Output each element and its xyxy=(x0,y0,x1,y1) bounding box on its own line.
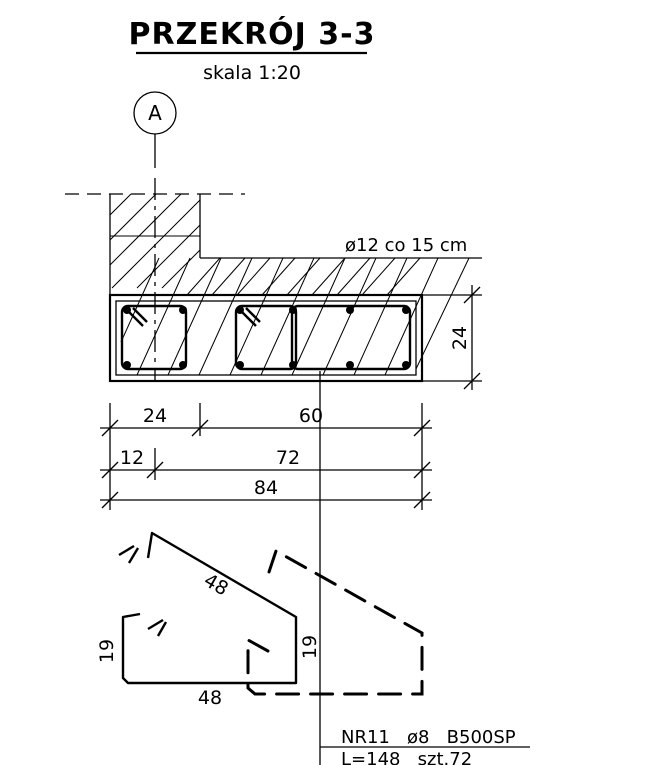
height-dimension: 24 xyxy=(422,285,482,390)
reinforcement-label: ø12 co 15 cm xyxy=(345,235,467,256)
bar-spec-line1: NR11 ø8 B500SP xyxy=(341,727,516,748)
stirrup-side-label: 19 xyxy=(96,639,118,663)
soil-hatch xyxy=(186,257,482,296)
height-dim-label: 24 xyxy=(449,326,471,350)
slab-inner-outline xyxy=(115,300,417,376)
stirrup-shape-dashed: 19 xyxy=(246,548,424,696)
bar-dot xyxy=(402,361,410,369)
drawing-title: PRZEKRÓJ 3-3 xyxy=(129,15,376,52)
bar-dot xyxy=(346,361,354,369)
bar-dot xyxy=(236,361,244,369)
bar-dot xyxy=(289,306,297,314)
stirrup-shape: 48 19 48 xyxy=(96,531,298,709)
bar-dot xyxy=(236,306,244,314)
stirrups-in-slab xyxy=(120,304,412,371)
wall-width-label: 24 xyxy=(143,405,167,427)
bar-dot xyxy=(123,361,131,369)
bar-dot xyxy=(123,306,131,314)
stirrup-right-side-label: 19 xyxy=(299,635,321,659)
bar-dot xyxy=(179,361,187,369)
total-width-label: 84 xyxy=(254,477,278,499)
drawing-scale: skala 1:20 xyxy=(203,62,301,84)
bar-dot xyxy=(289,361,297,369)
span-label: 72 xyxy=(276,447,300,469)
left-offset-label: 12 xyxy=(120,447,144,469)
stirrup-bottom-label: 48 xyxy=(198,687,222,709)
axis-marker: A xyxy=(133,91,177,380)
bar-spec-line2: L=148 szt.72 xyxy=(341,749,472,765)
bar-dot xyxy=(346,306,354,314)
wall xyxy=(109,193,201,295)
axis-label: A xyxy=(148,101,162,125)
slab-width-label: 60 xyxy=(299,405,323,427)
horizontal-dimensions: 24 60 12 72 84 xyxy=(100,403,432,510)
reinforcement-leaders xyxy=(120,257,470,376)
stirrup-diagonal-label: 48 xyxy=(200,569,232,600)
bar-dot xyxy=(402,306,410,314)
longitudinal-bars xyxy=(123,306,410,369)
bar-dot xyxy=(179,306,187,314)
